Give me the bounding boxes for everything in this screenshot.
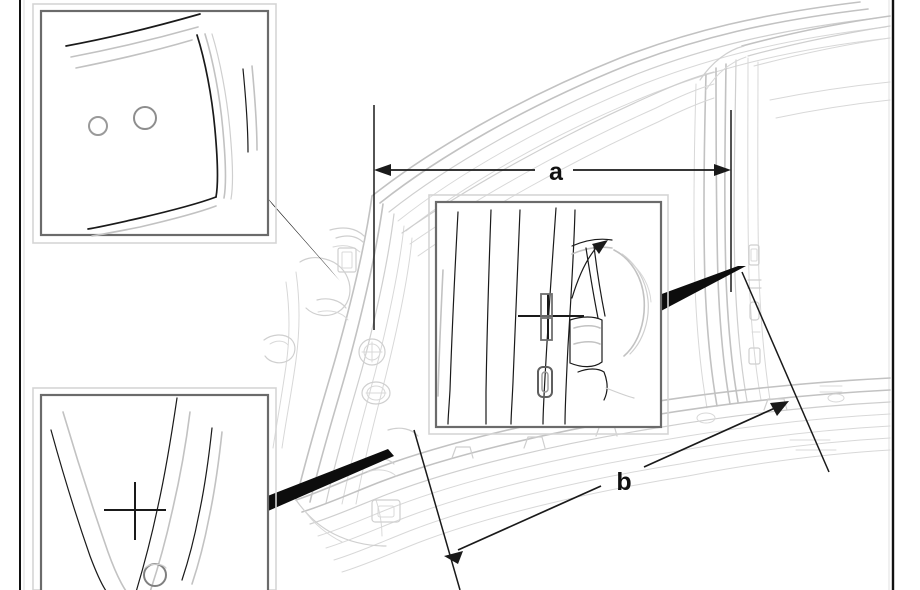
- roof-rail: [371, 1, 891, 232]
- rear-quarter-panel: [769, 81, 891, 119]
- a-pillar: [295, 195, 413, 505]
- detail-box-center[interactable]: [428, 194, 669, 435]
- detail-bottom-left-content: [50, 397, 223, 590]
- slot-lower: [540, 317, 553, 341]
- dimension-b: [413, 271, 830, 590]
- slot-upper: [540, 293, 553, 317]
- cowl-inner-structure: [263, 227, 391, 449]
- detail-box-bottom-left[interactable]: [32, 387, 277, 590]
- callout-pointer-center-right: [659, 266, 746, 312]
- dimension-b-label: b: [616, 468, 631, 496]
- callout-pointer-bottom-left: [265, 449, 394, 511]
- rear-roof-rail: [741, 15, 891, 67]
- page-border: [19, 0, 895, 590]
- detail-box-top-left[interactable]: [32, 3, 277, 244]
- hole-upper-small: [88, 116, 108, 136]
- slot-bottom: [537, 366, 553, 398]
- detail-center-content: [437, 207, 652, 425]
- dimension-a-label: a: [549, 158, 564, 186]
- crosshair-sill: [104, 482, 166, 540]
- hole-upper-large: [133, 106, 157, 130]
- dimension-a: [373, 105, 732, 330]
- callout-pointer-top-left: [265, 195, 340, 281]
- detail-top-left-content: [65, 13, 258, 237]
- b-pillar: [693, 45, 771, 409]
